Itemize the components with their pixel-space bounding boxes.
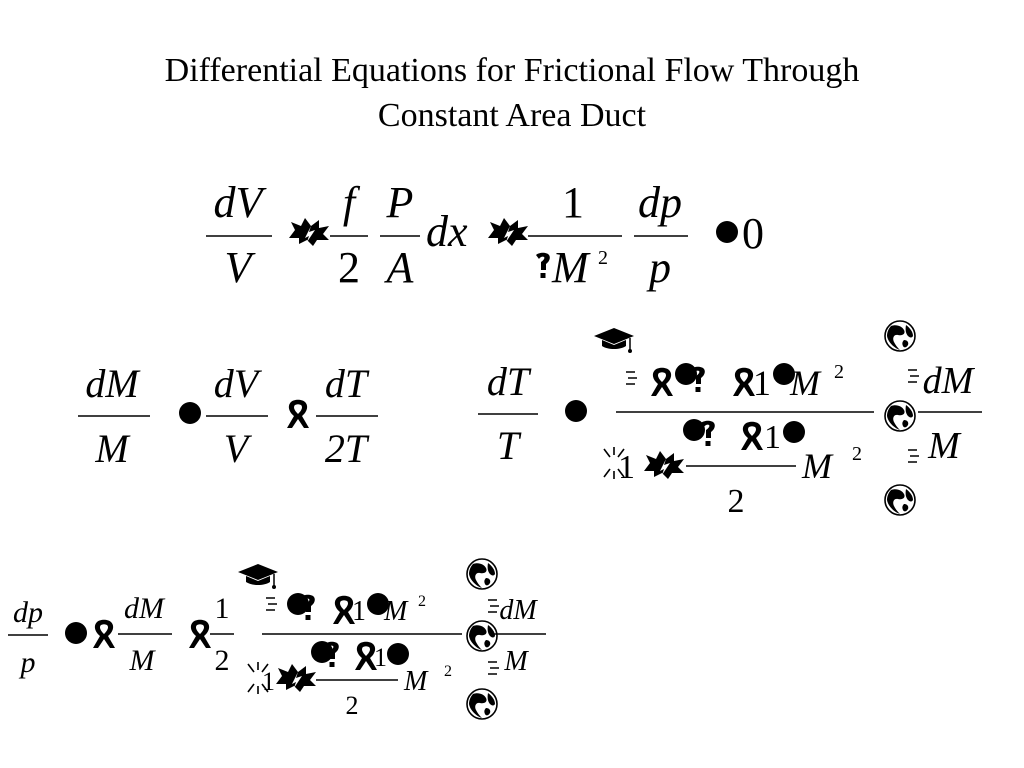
- eq2-dM: dM: [85, 361, 141, 406]
- gamma-glyph: [536, 252, 550, 278]
- equation-pressure: dp p dM M 1 2 1 M 2 1 1 2 M 2: [8, 558, 546, 720]
- equals-black-circle-icon: [179, 402, 201, 424]
- minus-ribbon-icon: [733, 367, 755, 396]
- eq1-A: A: [384, 243, 415, 292]
- eq2-dV: dV: [214, 361, 263, 406]
- eq3-den-sq: 2: [852, 443, 862, 465]
- eq4-two: 2: [215, 644, 230, 677]
- eq4-num-one: 1: [352, 596, 366, 627]
- gamma-glyph: [301, 594, 315, 620]
- eq1-one: 1: [562, 178, 584, 227]
- eq1-dV: dV: [214, 178, 268, 227]
- eq3-T: T: [497, 423, 522, 468]
- eq2-dT: dT: [325, 361, 370, 406]
- gamma-glyph: [701, 420, 715, 446]
- eq4-den-two: 2: [346, 691, 359, 720]
- eq3-den-two: 2: [728, 483, 745, 520]
- eq2-2T: 2T: [325, 426, 370, 471]
- eq4-p: p: [19, 646, 36, 679]
- eq1-two: 2: [338, 243, 360, 292]
- bracket-globe-icon: [884, 320, 916, 352]
- bracket-globe-icon: [466, 620, 498, 652]
- eq4-dp: dp: [13, 596, 43, 629]
- bracket-splat-icon: [247, 661, 269, 695]
- gamma-glyph: [691, 366, 705, 392]
- equation-momentum: dV V f 2 P A dx 1 M 2 dp p 0: [206, 178, 764, 292]
- eq1-V: V: [225, 243, 257, 292]
- title-line-1: Differential Equations for Frictional Fl…: [164, 52, 860, 89]
- minus-ribbon-icon: [741, 421, 763, 450]
- bracket-globe-icon: [884, 400, 916, 432]
- bracket-tick-icon: [907, 369, 920, 383]
- eq2-M: M: [94, 426, 131, 471]
- eq1-P: P: [386, 178, 414, 227]
- black-circle-icon: [287, 593, 309, 615]
- bracket-mortarboard-icon: [593, 327, 635, 354]
- equation-temperature: dT T 1 M 2 1 1 2 M 2 dM M: [478, 320, 982, 520]
- plus-explosion-icon: [488, 218, 528, 246]
- eq4-dM: dM: [124, 592, 166, 625]
- black-circle-icon: [773, 363, 795, 385]
- eq4-one: 1: [215, 592, 230, 625]
- bracket-tick-icon: [487, 661, 500, 675]
- bracket-splat-icon: [603, 446, 625, 480]
- eq3-dM: dM: [923, 360, 976, 402]
- equals-black-circle-icon: [65, 622, 87, 644]
- plus-explosion-icon: [644, 451, 684, 479]
- eq3-den-one: 1: [618, 449, 635, 486]
- bracket-globe-icon: [466, 558, 498, 590]
- slide-title: Differential Equations for Frictional Fl…: [0, 48, 1024, 138]
- bracket-tick-icon: [265, 597, 278, 611]
- eq4-den-one: 1: [262, 667, 275, 696]
- eq3-num-M: M: [789, 363, 822, 403]
- minus-ribbon-icon: [333, 595, 355, 624]
- gamma-glyph: [325, 641, 339, 667]
- eq1-dx: dx: [426, 207, 468, 256]
- eq1-dp: dp: [638, 178, 682, 227]
- title-line-2: Constant Area Duct: [377, 97, 647, 134]
- black-circle-icon: [387, 643, 409, 665]
- equals-black-circle-icon: [716, 221, 738, 243]
- eq1-M-squared: 2: [598, 247, 608, 269]
- bracket-mortarboard-icon: [237, 563, 279, 590]
- bracket-tick-icon: [487, 599, 500, 613]
- bracket-tick-icon: [907, 449, 920, 463]
- eq4-den-sq: 2: [444, 663, 452, 680]
- eq3-den-M: M: [801, 446, 834, 486]
- bracket-tick-icon: [625, 371, 638, 385]
- black-circle-icon: [683, 419, 705, 441]
- eq4-num-M: M: [383, 596, 409, 627]
- eq4-den-M: M: [403, 666, 429, 697]
- eq4-dM-end: dM: [499, 595, 538, 626]
- plus-explosion-icon: [289, 218, 329, 246]
- eq3-num-sq: 2: [834, 361, 844, 383]
- minus-ribbon-icon: [287, 399, 309, 428]
- minus-ribbon-icon: [651, 367, 673, 396]
- minus-ribbon-icon: [189, 619, 211, 648]
- eq3-den-inner-one: 1: [764, 419, 781, 456]
- eq3-dT: dT: [487, 359, 532, 404]
- eq3-M: M: [927, 425, 962, 467]
- eq1-p: p: [646, 243, 671, 292]
- eq4-M-end: M: [503, 646, 529, 677]
- black-circle-icon: [367, 593, 389, 615]
- eq1-M: M: [551, 243, 591, 292]
- eq1-f: f: [343, 178, 361, 227]
- eq4-num-sq: 2: [418, 593, 426, 610]
- eq1-zero: 0: [742, 209, 764, 258]
- eq3-num-one: 1: [753, 363, 771, 403]
- equals-black-circle-icon: [565, 400, 587, 422]
- black-circle-icon: [675, 363, 697, 385]
- minus-ribbon-icon: [93, 619, 115, 648]
- plus-explosion-icon: [276, 664, 316, 692]
- bracket-globe-icon: [884, 484, 916, 516]
- bracket-globe-icon: [466, 688, 498, 720]
- black-circle-icon: [311, 641, 333, 663]
- eq4-den-inner-one: 1: [374, 643, 387, 672]
- equation-mach-velocity: dM M dV V dT 2T: [78, 361, 378, 471]
- minus-ribbon-icon: [355, 641, 377, 670]
- eq4-M: M: [129, 644, 157, 677]
- eq2-V: V: [224, 426, 253, 471]
- black-circle-icon: [783, 421, 805, 443]
